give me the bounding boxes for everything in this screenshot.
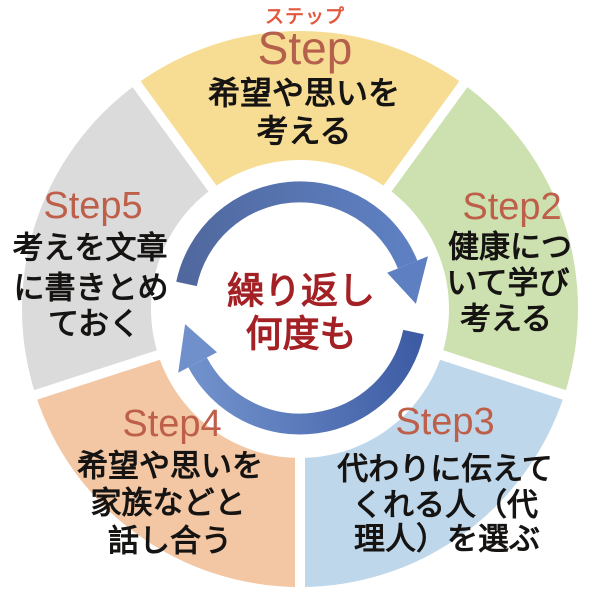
step1-text-line: 考える xyxy=(256,113,352,149)
step3-text-line: くれる人（代 xyxy=(352,487,538,523)
step5-text-line: ておく xyxy=(47,306,141,342)
step5-text-line: 考えを文章 xyxy=(12,230,168,266)
step1-furigana: ステップ xyxy=(264,6,346,28)
cycle-arrowhead-right-icon xyxy=(387,256,428,304)
step3-text-line: 代わりに伝えて xyxy=(337,451,553,487)
step5-label: Step5 xyxy=(43,185,143,227)
step2-text-line: 考える xyxy=(459,301,553,337)
step4-label: Step4 xyxy=(122,403,222,445)
step4-text-line: 家族などと xyxy=(90,485,246,521)
cycle-arrow-top-arc xyxy=(176,181,418,287)
step2-text-line: 健康につ xyxy=(448,229,572,265)
step4-text-line: 希望や思いを xyxy=(77,448,263,484)
center-repeat-text-line1: 繰り返し xyxy=(227,270,375,312)
step3-text-line: 理人）を選ぶ xyxy=(354,521,540,557)
cycle-arrowhead-left-icon xyxy=(178,324,217,373)
step4-text-line: 話し合う xyxy=(108,523,232,559)
step2-label: Step2 xyxy=(462,186,562,228)
step1-text-line: 希望や思いを xyxy=(207,75,401,111)
step1-label: Step xyxy=(257,22,353,74)
step5-text-line: に書きとめ xyxy=(13,270,169,306)
center-repeat-text-line2: 何度も xyxy=(245,313,357,355)
step3-label: Step3 xyxy=(395,401,495,443)
cycle-arrow-bottom-arc xyxy=(188,329,424,435)
step2-text-line: いて学び xyxy=(446,265,570,301)
